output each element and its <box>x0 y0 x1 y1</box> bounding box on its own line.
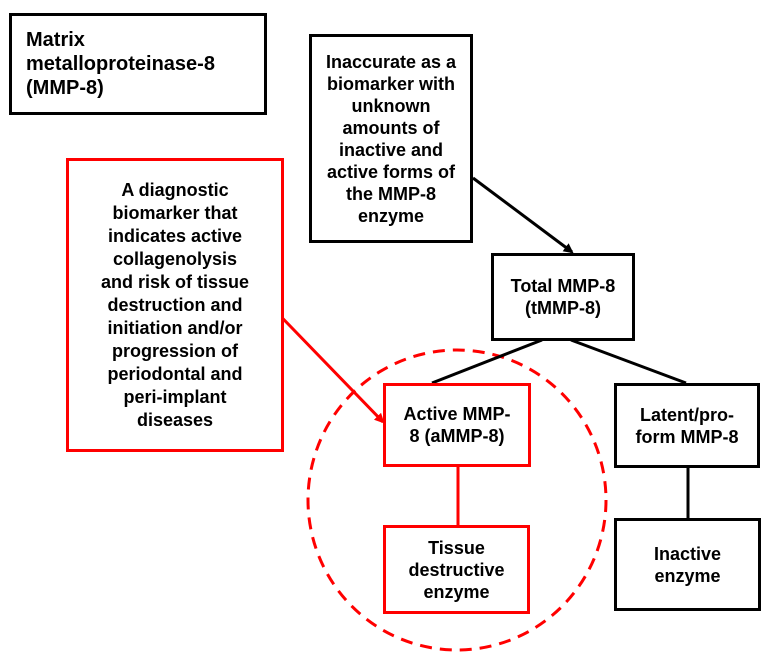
node-inactive: Inactive enzyme <box>614 518 761 611</box>
node-tissue-text: Tissue destructive enzyme <box>408 537 505 602</box>
node-total-text: Total MMP-8 (tMMP-8) <box>510 276 616 318</box>
node-diagnostic-text: A diagnostic biomarker that indicates ac… <box>100 179 250 430</box>
node-latent: Latent/pro- form MMP-8 <box>614 383 760 468</box>
node-active-text: Active MMP- 8 (aMMP-8) <box>403 404 511 446</box>
node-tissue: Tissue destructive enzyme <box>383 525 530 614</box>
node-inactive-text: Inactive enzyme <box>653 543 722 586</box>
node-active: Active MMP- 8 (aMMP-8) <box>383 383 531 467</box>
edge-total-to-active <box>431 338 543 385</box>
edge-inaccurate-to-total <box>472 176 574 254</box>
node-title: Matrix metalloproteinase-8 (MMP-8) <box>9 13 267 115</box>
node-latent-text: Latent/pro- form MMP-8 <box>635 404 739 447</box>
node-title-text: Matrix metalloproteinase-8 (MMP-8) <box>26 29 215 99</box>
node-total: Total MMP-8 (tMMP-8) <box>491 253 635 341</box>
edge-total-to-latent <box>570 338 687 385</box>
node-inaccurate: Inaccurate as a biomarker with unknown a… <box>309 34 473 243</box>
node-inaccurate-text: Inaccurate as a biomarker with unknown a… <box>325 51 457 226</box>
node-diagnostic: A diagnostic biomarker that indicates ac… <box>66 158 284 452</box>
